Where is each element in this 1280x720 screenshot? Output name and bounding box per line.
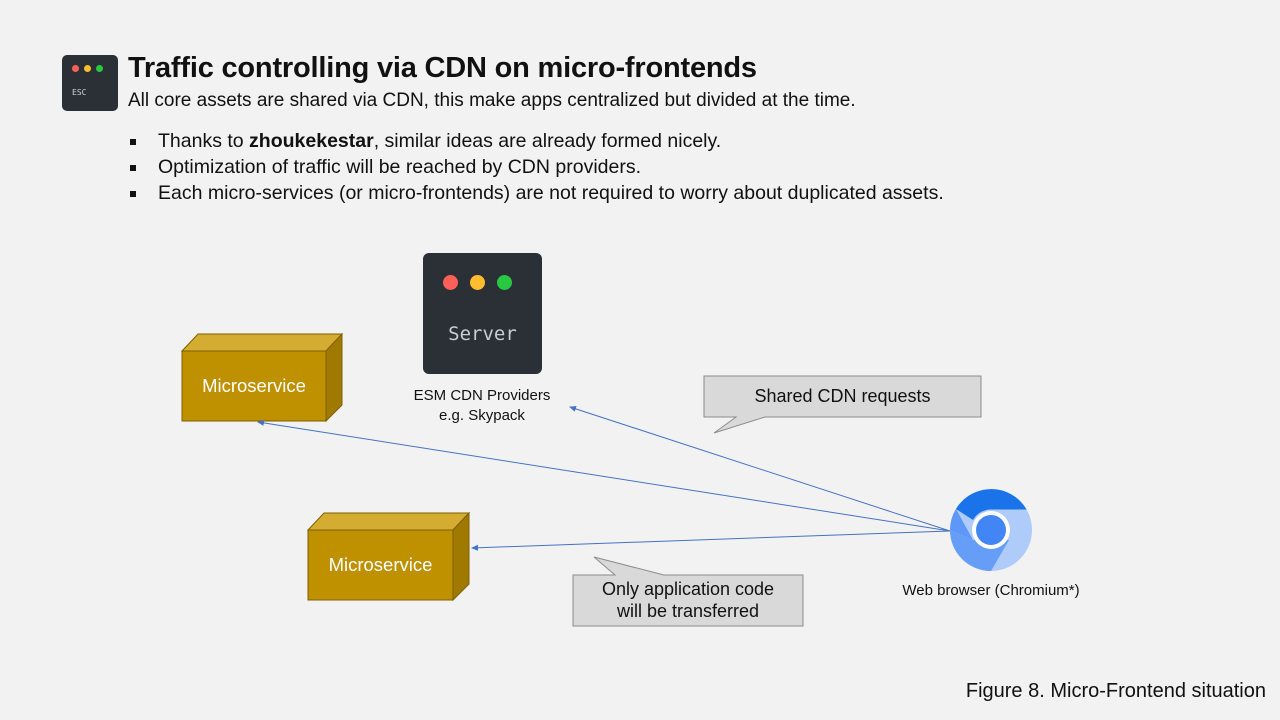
server-label: Server — [448, 323, 517, 345]
microservice-label-1: Microservice — [202, 375, 306, 396]
app-logo: ESC — [62, 55, 118, 111]
cdn-server: Server — [423, 253, 542, 374]
list-item: Optimization of traffic will be reached … — [128, 156, 944, 182]
arrow-to-cdn — [569, 406, 951, 532]
bullet-bold-text: zhoukekestar — [249, 130, 374, 152]
browser-caption: Web browser (Chromium*) — [902, 582, 1080, 599]
cdn-caption-line: e.g. Skypack — [439, 407, 525, 424]
bullet-text: Thanks to — [158, 130, 250, 152]
callout-shared-cdn — [703, 375, 982, 434]
bullet-text: Each micro-services (or micro-frontends)… — [158, 182, 944, 204]
callout-app-line: Only application code — [601, 579, 775, 599]
logo-label: ESC — [72, 88, 87, 97]
cdn-caption-line: ESM CDN Providers — [413, 387, 551, 404]
red-dot-icon — [443, 275, 458, 290]
bullet-list: Thanks to zhoukekestar, similar ideas ar… — [128, 130, 944, 208]
bullet-icon — [130, 191, 136, 197]
arrow-to-microservice-1 — [257, 419, 951, 532]
cdn-caption: ESM CDN Providers e.g. Skypack — [400, 386, 564, 426]
red-dot-icon — [72, 65, 79, 72]
microservice-box-1 — [180, 332, 344, 423]
callout-shared-text: Shared CDN requests — [754, 386, 931, 406]
yellow-dot-icon — [470, 275, 485, 290]
chromium-icon — [950, 489, 1032, 571]
bullet-text: Optimization of traffic will be reached … — [158, 156, 641, 178]
bullet-icon — [130, 139, 136, 145]
microservice-label-2: Microservice — [328, 554, 433, 575]
yellow-dot-icon — [84, 65, 91, 72]
bullet-text: , similar ideas are already formed nicel… — [373, 130, 722, 152]
callout-app-line: will be transferred — [616, 601, 760, 621]
green-dot-icon — [96, 65, 103, 72]
green-dot-icon — [497, 275, 512, 290]
arrow-to-microservice-2 — [471, 530, 951, 551]
callout-app-code — [572, 556, 804, 627]
page-title: Traffic controlling via CDN on micro-fro… — [128, 52, 757, 84]
microservice-box-2 — [306, 511, 471, 602]
figure-caption: Figure 8. Micro-Frontend situation — [965, 680, 1266, 702]
list-item: Each micro-services (or micro-frontends)… — [128, 182, 944, 208]
page-subtitle: All core assets are shared via CDN, this… — [128, 90, 856, 111]
list-item: Thanks to zhoukekestar, similar ideas ar… — [128, 130, 944, 156]
bullet-icon — [130, 165, 136, 171]
callout-app-text: Only application code will be transferre… — [573, 578, 803, 622]
